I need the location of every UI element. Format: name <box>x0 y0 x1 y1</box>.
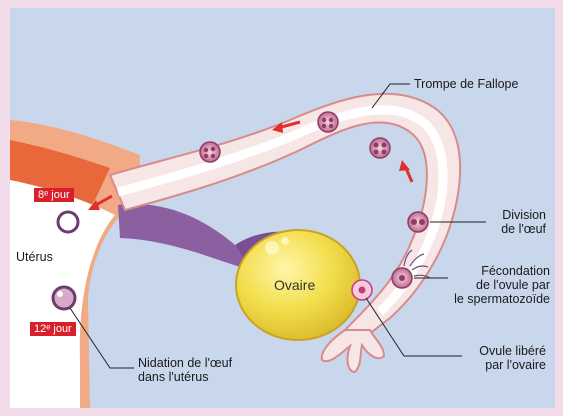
ovary-follicle <box>281 237 289 245</box>
label-division-line1: Division <box>486 208 546 222</box>
label-fecondation-line2: de l'ovule par <box>440 278 550 292</box>
embryo-day-12 <box>53 287 75 309</box>
label-fecondation-line1: Fécondation <box>440 264 550 278</box>
label-trompe-de-fallope: Trompe de Fallope <box>414 77 518 91</box>
badge-day-12: 12ᵉ jour <box>30 322 76 336</box>
label-ovaire: Ovaire <box>274 277 315 293</box>
badge-day-8: 8ᵉ jour <box>34 188 74 202</box>
label-nidation-line2: dans l'utérus <box>138 370 232 384</box>
label-ovule-line1: Ovule libéré <box>460 344 546 358</box>
ovary-follicle <box>265 241 279 255</box>
label-nidation-line1: Nidation de l'œuf <box>138 356 232 370</box>
label-nidation: Nidation de l'œuf dans l'utérus <box>138 356 232 384</box>
egg-cell-morula-2 <box>318 112 338 132</box>
egg-cell-division <box>408 212 428 232</box>
egg-cell-morula-1 <box>200 142 220 162</box>
label-fecondation-line3: le spermatozoïde <box>440 292 550 306</box>
label-division: Division de l'œuf <box>486 208 546 236</box>
label-ovule-line2: par l'ovaire <box>460 358 546 372</box>
label-division-line2: de l'œuf <box>486 222 546 236</box>
egg-cell-4-cell <box>370 138 390 158</box>
embryo-day-8 <box>58 212 78 232</box>
released-ovum <box>352 280 372 300</box>
label-ovule-libere: Ovule libéré par l'ovaire <box>460 344 546 372</box>
label-uterus: Utérus <box>16 250 53 264</box>
label-fecondation: Fécondation de l'ovule par le spermatozo… <box>440 264 550 306</box>
